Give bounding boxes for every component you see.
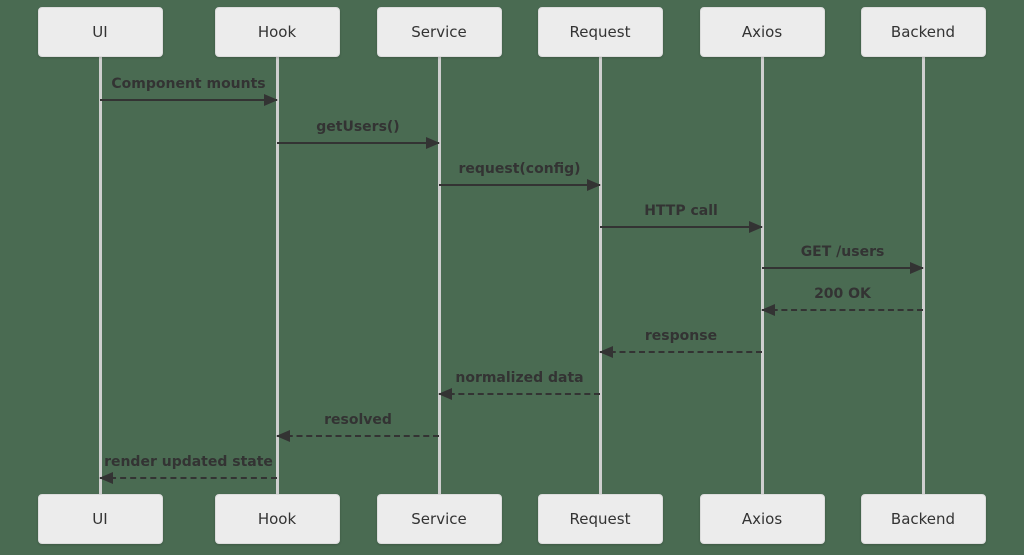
actor-box-backend-top: Backend bbox=[860, 7, 986, 57]
message-getusers: getUsers() bbox=[277, 118, 440, 149]
lifeline-axios bbox=[760, 57, 764, 494]
message-label: render updated state bbox=[104, 454, 273, 470]
arrowhead-right-icon bbox=[749, 221, 763, 233]
message-render-updated-state: render updated state bbox=[99, 453, 277, 484]
actor-box-request-bottom: Request bbox=[537, 494, 663, 544]
arrow-line bbox=[438, 388, 600, 400]
message-response: response bbox=[599, 327, 762, 358]
actor-box-axios-bottom: Axios bbox=[699, 494, 825, 544]
message-resolved: resolved bbox=[276, 411, 439, 442]
message-normalized-data: normalized data bbox=[438, 369, 600, 400]
arrowhead-left-icon bbox=[599, 346, 613, 358]
actor-box-service-bottom: Service bbox=[376, 494, 502, 544]
arrow-line bbox=[762, 262, 924, 274]
arrowhead-left-icon bbox=[438, 388, 452, 400]
actor-box-request-top: Request bbox=[537, 7, 663, 57]
message-label: Component mounts bbox=[111, 76, 266, 92]
actor-box-hook-top: Hook bbox=[214, 7, 340, 57]
message-label: getUsers() bbox=[316, 119, 400, 135]
arrow-line bbox=[99, 472, 277, 484]
message-request-config: request(config) bbox=[439, 160, 601, 191]
arrow-line bbox=[600, 221, 763, 233]
message-label: request(config) bbox=[458, 161, 581, 177]
message-label: resolved bbox=[324, 412, 392, 428]
arrow-line bbox=[761, 304, 923, 316]
lifeline-ui bbox=[98, 57, 102, 494]
actor-box-backend-bottom: Backend bbox=[860, 494, 986, 544]
lifeline-request bbox=[598, 57, 602, 494]
message-200-ok: 200 OK bbox=[761, 285, 923, 316]
arrowhead-left-icon bbox=[761, 304, 775, 316]
arrow-line bbox=[100, 94, 278, 106]
message-component-mounts: Component mounts bbox=[100, 75, 278, 106]
arrow-line bbox=[277, 137, 440, 149]
message-get-users: GET /users bbox=[762, 243, 924, 274]
arrowhead-left-icon bbox=[276, 430, 290, 442]
lifeline-hook bbox=[275, 57, 279, 494]
message-label: response bbox=[644, 328, 718, 344]
lifeline-service bbox=[437, 57, 441, 494]
arrowhead-right-icon bbox=[587, 179, 601, 191]
arrowhead-left-icon bbox=[99, 472, 113, 484]
message-http-call: HTTP call bbox=[600, 202, 763, 233]
actor-box-ui-top: UI bbox=[37, 7, 163, 57]
message-label: GET /users bbox=[800, 244, 885, 260]
arrowhead-right-icon bbox=[910, 262, 924, 274]
arrowhead-right-icon bbox=[264, 94, 278, 106]
actor-box-service-top: Service bbox=[376, 7, 502, 57]
arrowhead-right-icon bbox=[426, 137, 440, 149]
actor-box-axios-top: Axios bbox=[699, 7, 825, 57]
actor-box-ui-bottom: UI bbox=[37, 494, 163, 544]
arrow-line bbox=[599, 346, 762, 358]
lifeline-backend bbox=[921, 57, 925, 494]
arrow-line bbox=[276, 430, 439, 442]
actor-box-hook-bottom: Hook bbox=[214, 494, 340, 544]
arrow-line bbox=[439, 179, 601, 191]
message-label: HTTP call bbox=[644, 203, 718, 219]
message-label: 200 OK bbox=[814, 286, 871, 302]
message-label: normalized data bbox=[455, 370, 584, 386]
